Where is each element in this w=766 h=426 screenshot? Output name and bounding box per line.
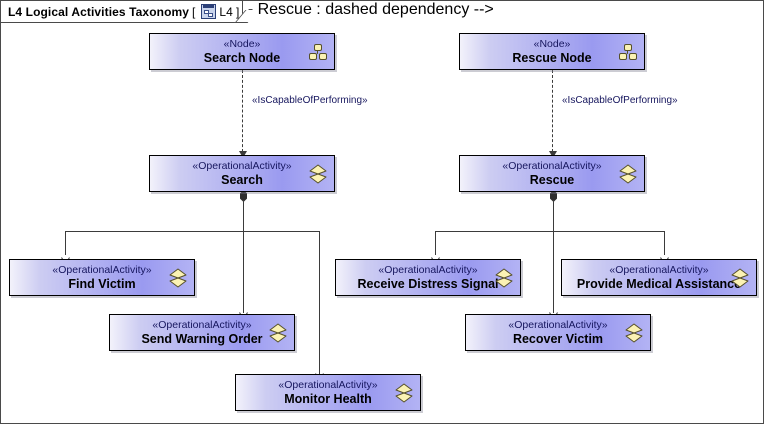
element-stereotype: «OperationalActivity» [508,318,608,331]
frame-bracket-open: [ [192,4,196,19]
element-stereotype: «OperationalActivity» [278,378,378,391]
operational-activity-icon [730,268,750,288]
element-name: Recover Victim [512,331,604,346]
node-icon [308,42,328,62]
element-send-warning-order[interactable]: «OperationalActivity» Send Warning Order [109,314,295,351]
connector-monitor-health-branch [319,231,320,374]
diagram-kind-label: L4 [219,4,233,19]
element-find-victim[interactable]: «OperationalActivity» Find Victim [9,259,195,296]
composition-diamond-search [240,190,247,202]
element-stereotype: «OperationalActivity» [609,263,709,276]
element-name: Rescue Node [512,50,592,65]
element-name: Search Node [203,50,281,65]
element-monitor-health[interactable]: «OperationalActivity» Monitor Health [235,374,421,411]
frame-bracket-close: ] [235,4,240,19]
element-stereotype: «OperationalActivity» [152,318,252,331]
operational-activity-icon [494,268,514,288]
element-search-node[interactable]: «Node» Search Node [149,33,335,70]
connector-search-capable-label: «IsCapableOfPerforming» [252,95,368,106]
element-name: Find Victim [68,276,136,291]
element-name: Rescue [529,172,575,187]
connector-search-capable-line [242,70,243,152]
connector-rescue-capable-arrow [549,151,557,158]
element-stereotype: «OperationalActivity» [502,159,602,172]
page-title: L4 Logical Activities Taxonomy [8,4,190,19]
element-name: Monitor Health [284,391,372,406]
connector-rescue-capable-label: «IsCapableOfPerforming» [562,95,678,106]
element-name: Provide Medical Assistance [576,276,742,291]
operational-activity-icon [308,164,328,184]
element-name: Receive Distress Signal [357,276,499,291]
node-icon [618,42,638,62]
connector-search-bus [65,231,320,232]
element-receive-distress-signal[interactable]: «OperationalActivity» Receive Distress S… [335,259,521,296]
connector-find-victim-branch [65,231,66,255]
connector-rescue-bus [435,231,664,232]
element-rescue-node[interactable]: «Node» Rescue Node [459,33,645,70]
element-rescue[interactable]: «OperationalActivity» Rescue [459,155,645,192]
element-provide-medical-assistance[interactable]: «OperationalActivity» Provide Medical As… [561,259,757,296]
operational-activity-icon [268,323,288,343]
element-name: Search [221,172,263,187]
operational-activity-icon [168,268,188,288]
element-search[interactable]: «OperationalActivity» Search [149,155,335,192]
operational-activity-icon [618,164,638,184]
operational-activity-icon [624,323,644,343]
diagram-icon [201,4,217,19]
connector-search-trunk [243,200,244,313]
element-stereotype: «Node» [223,37,261,50]
diagram-frame-title-tab[interactable]: L4 Logical Activities Taxonomy [ L4 ] [1,1,244,23]
connector-search-capable-arrow [239,151,247,158]
element-stereotype: «OperationalActivity» [52,263,152,276]
element-name: Send Warning Order [141,331,263,346]
connector-rescue-capable-line [552,70,553,152]
element-stereotype: «OperationalActivity» [192,159,292,172]
connector-rescue-trunk [553,200,554,313]
operational-activity-icon [394,383,414,403]
composition-diamond-rescue [550,190,557,202]
element-recover-victim[interactable]: «OperationalActivity» Recover Victim [465,314,651,351]
connector-provide-medical-branch [664,231,665,255]
element-stereotype: «Node» [533,37,571,50]
connector-receive-distress-branch [435,231,436,255]
element-stereotype: «OperationalActivity» [378,263,478,276]
